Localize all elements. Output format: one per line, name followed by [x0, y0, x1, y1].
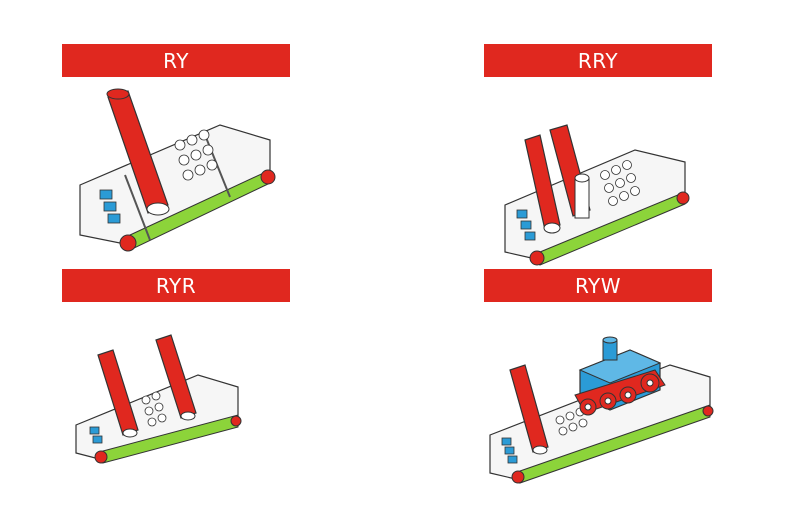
conveyor-diagram-ry — [79, 88, 276, 252]
panel-label-ryr: RYR — [62, 269, 290, 302]
wheel-module-icon — [574, 336, 666, 416]
sensor-block-icon — [501, 437, 518, 464]
conveyor-diagram-rry — [504, 124, 690, 266]
red-roller-icon — [509, 364, 549, 455]
sensor-block-icon — [89, 426, 103, 444]
red-roller-icon — [97, 349, 139, 438]
sensor-block-icon — [99, 189, 121, 224]
red-roller-icon — [106, 88, 170, 216]
sensor-block-icon — [516, 209, 536, 241]
white-roller-icon — [574, 173, 590, 219]
conveyor-diagram-ryw — [489, 336, 714, 484]
panel-label-ry: RY — [62, 44, 290, 77]
conveyor-diagram-ryr — [75, 334, 242, 464]
red-roller-icon — [155, 334, 197, 421]
red-roller-icon — [524, 134, 561, 234]
panel-label-ryw: RYW — [484, 269, 712, 302]
panel-label-rry: RRY — [484, 44, 712, 77]
